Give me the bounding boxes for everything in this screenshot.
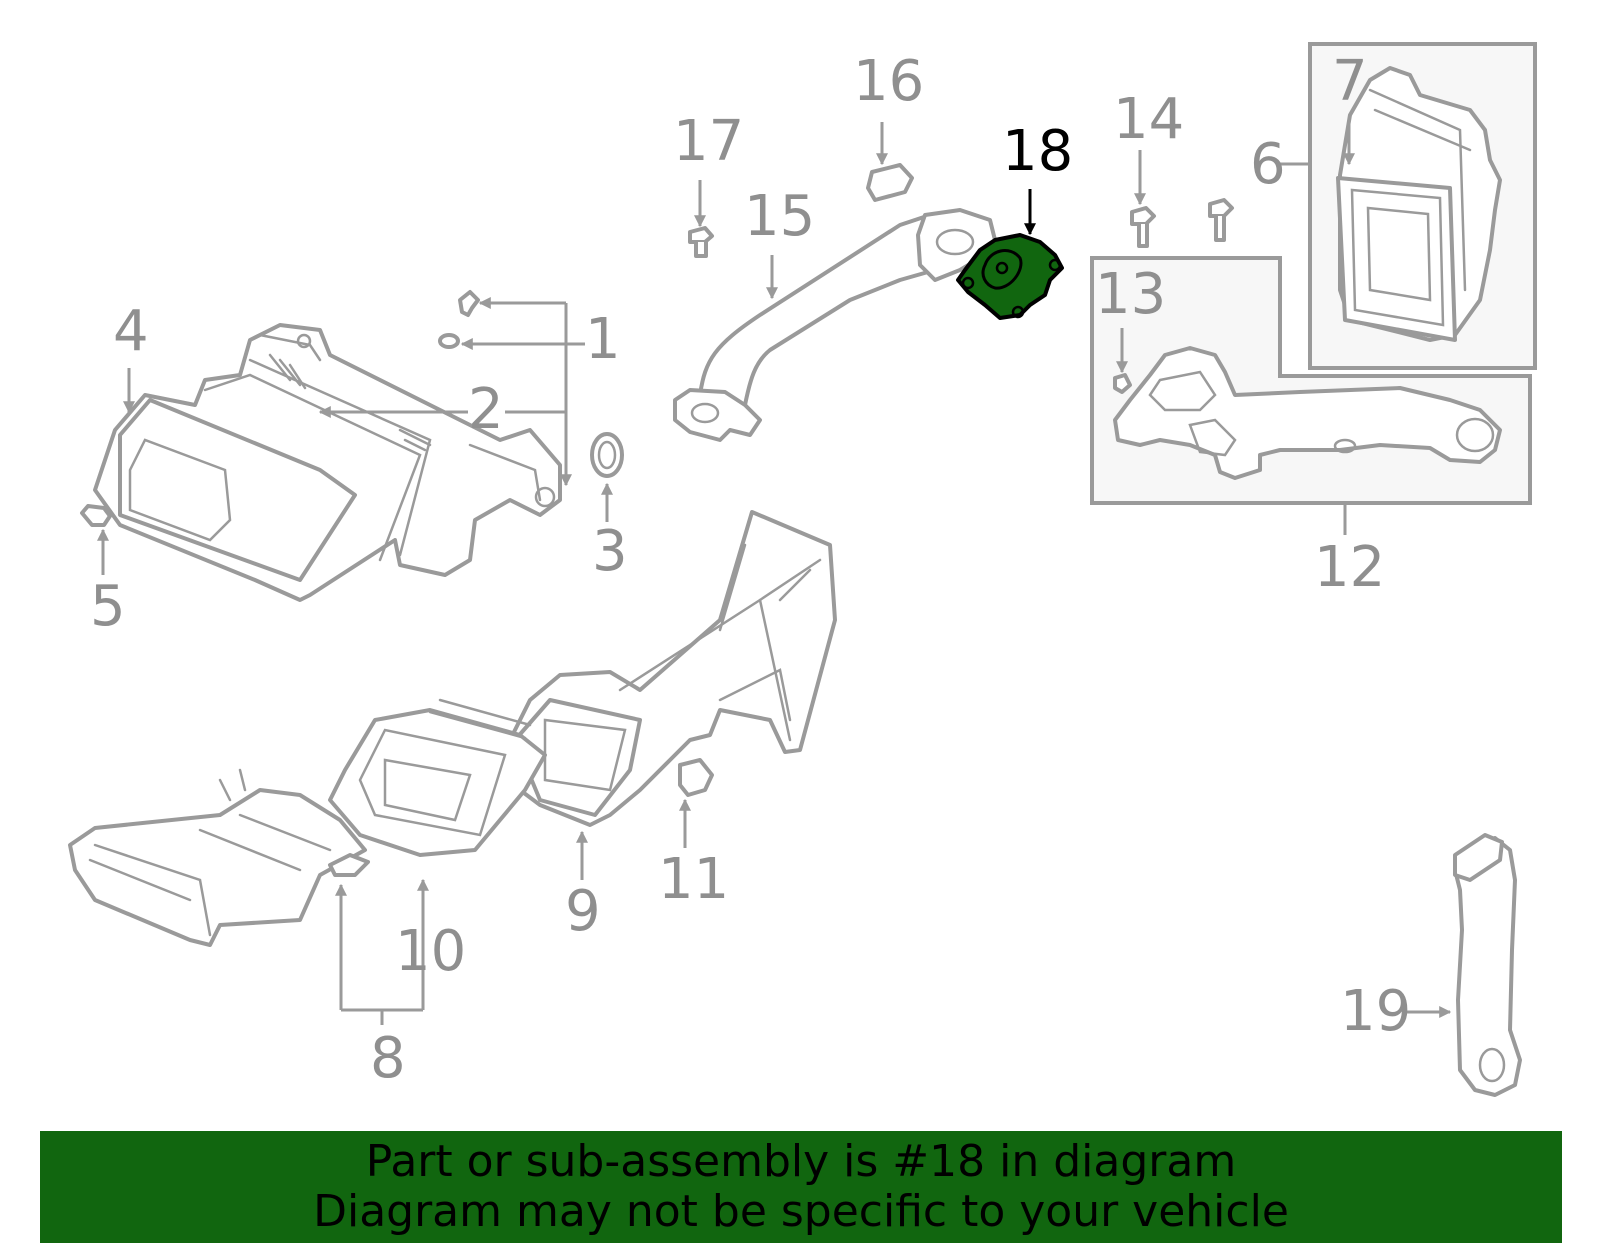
callout-2: 2 [468, 377, 504, 442]
callout-19: 19 [1340, 979, 1411, 1044]
callout-11: 11 [658, 847, 729, 912]
banner-line-1: Part or sub-assembly is #18 in diagram [365, 1136, 1237, 1187]
callout-9: 9 [565, 879, 601, 944]
highlighted-part-18 [956, 233, 1064, 320]
callout-8: 8 [370, 1026, 406, 1091]
callout-13: 13 [1095, 262, 1166, 327]
clip-fasteners [438, 290, 480, 349]
leader-lines [97, 120, 1452, 1025]
gasket-ring [590, 432, 624, 478]
callout-6: 6 [1250, 132, 1286, 197]
callout-7: 7 [1332, 49, 1368, 114]
grommet [80, 504, 112, 527]
bolts-14 [1130, 198, 1234, 248]
lower-duct-assembly [68, 510, 837, 947]
air-duct-7 [1336, 66, 1502, 342]
callout-3: 3 [592, 519, 628, 584]
callout-17: 17 [673, 109, 744, 174]
info-banner: Part or sub-assembly is #18 in diagram D… [40, 1131, 1562, 1243]
callout-14: 14 [1113, 87, 1184, 152]
callout-16: 16 [853, 49, 924, 114]
callout-labels: 1 2 3 4 5 6 7 8 9 10 11 12 13 14 15 16 1… [90, 49, 1411, 1091]
callout-4: 4 [113, 299, 149, 364]
callout-15: 15 [744, 184, 815, 249]
intake-duct-12 [1113, 346, 1502, 480]
intake-tube [673, 208, 997, 442]
callout-10: 10 [395, 919, 466, 984]
callout-18: 18 [1002, 119, 1073, 184]
banner-line-2: Diagram may not be specific to your vehi… [313, 1186, 1289, 1237]
callout-12: 12 [1314, 535, 1385, 600]
bracket-16 [866, 163, 914, 202]
pipe-19 [1453, 833, 1522, 1097]
callout-1: 1 [585, 307, 621, 372]
air-cleaner-housing [93, 323, 562, 602]
callout-5: 5 [90, 574, 126, 639]
bolt-17 [688, 226, 714, 258]
